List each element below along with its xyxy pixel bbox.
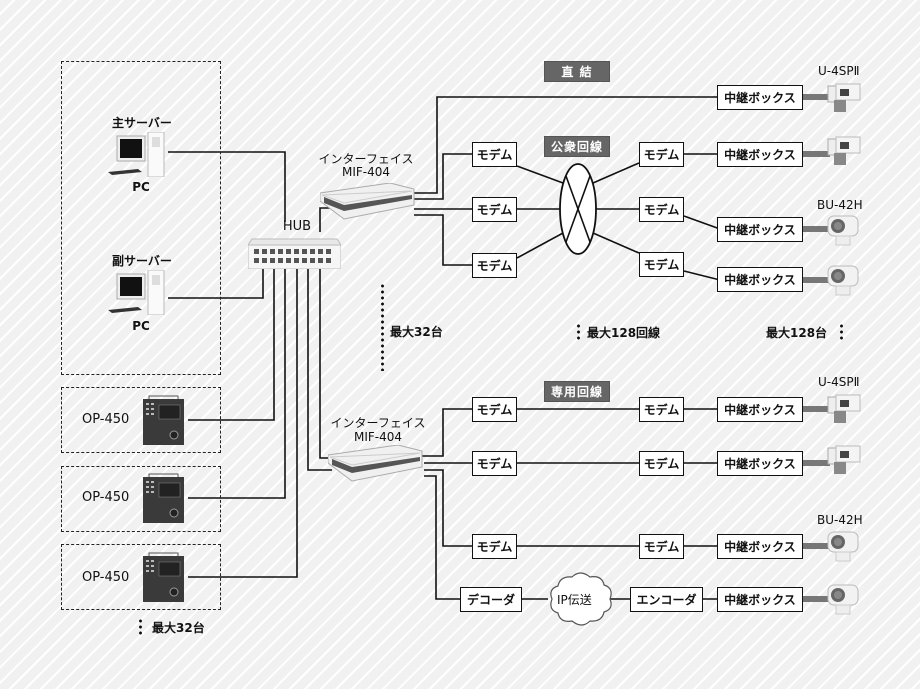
u4sp-camera-icon	[826, 135, 862, 167]
wire-mif2-modem1	[422, 408, 472, 457]
wire-pc1-hub	[168, 151, 286, 222]
controller-group-3	[61, 544, 221, 610]
u4sp-camera-icon	[826, 393, 862, 425]
modem-box: モデム	[472, 534, 517, 559]
ip-transmission-label: IP伝送	[557, 593, 592, 607]
relay-box: 中継ボックス	[717, 534, 803, 559]
encoder-box: エンコーダ	[630, 587, 703, 612]
interface-2-model: MIF-404	[353, 430, 403, 444]
controller-group-2	[61, 466, 221, 532]
public-network-symbol	[559, 163, 597, 255]
modem-box: モデム	[639, 142, 684, 167]
modem-box: モデム	[472, 451, 517, 476]
pc-icon	[108, 131, 168, 178]
controller-label-2: OP-450	[82, 490, 130, 505]
mif404-device-icon	[319, 182, 420, 223]
controller-label-3: OP-450	[82, 570, 130, 585]
cameras-max-label: 最大128台	[766, 326, 828, 340]
bu42h-camera-icon	[824, 583, 860, 615]
modem-box: モデム	[639, 534, 684, 559]
modem-box: モデム	[639, 252, 684, 277]
bu42h-camera-icon	[824, 530, 860, 562]
hub-icon	[247, 233, 342, 270]
controllers-max-label: 最大32台	[152, 621, 205, 635]
relay-box: 中継ボックス	[717, 142, 803, 167]
op450-controller-icon	[143, 473, 184, 523]
secondary-pc-label: PC	[132, 319, 150, 333]
server-group	[61, 61, 221, 375]
lines-max-label: 最大128回線	[587, 326, 661, 340]
relay-box: 中継ボックス	[717, 397, 803, 422]
ip-cloud-shape	[550, 572, 612, 626]
interfaces-max-label: 最大32台	[390, 325, 443, 339]
modem-box: モデム	[639, 397, 684, 422]
primary-pc-label: PC	[132, 180, 150, 194]
interface-1-name: インターフェイス	[318, 152, 414, 166]
primary-server-label: 主サーバー	[112, 116, 172, 130]
camera-model-label: BU-42H	[817, 198, 863, 212]
relay-box: 中継ボックス	[717, 267, 803, 292]
more-dots-icon	[381, 283, 384, 371]
modem-box: モデム	[639, 451, 684, 476]
op450-controller-icon	[143, 552, 184, 602]
dedicated-line-tag: 専用回線	[544, 381, 610, 402]
relay-box: 中継ボックス	[717, 451, 803, 476]
u4sp-camera-icon	[826, 444, 862, 476]
modem-box: モデム	[472, 197, 517, 222]
modem-box: モデム	[472, 142, 517, 167]
controller-group-1	[61, 387, 221, 453]
wire-mif1-modem1	[414, 153, 472, 200]
wire-pc2-hub	[168, 268, 264, 299]
more-dots-icon	[139, 618, 142, 635]
controller-label-1: OP-450	[82, 412, 130, 427]
direct-connection-tag: 直 結	[544, 61, 610, 82]
wire-mif1-modem3	[414, 214, 472, 266]
wire-hub-op3	[188, 268, 298, 578]
mif404-device-icon	[327, 444, 428, 485]
interface-2-name: インターフェイス	[330, 416, 426, 430]
modem-box: モデム	[639, 197, 684, 222]
more-dots-icon	[577, 323, 580, 340]
secondary-server-label: 副サーバー	[112, 254, 172, 268]
relay-box: 中継ボックス	[717, 217, 803, 242]
bu42h-camera-icon	[824, 264, 860, 296]
public-line-tag: 公衆回線	[544, 136, 610, 157]
relay-box: 中継ボックス	[717, 587, 803, 612]
camera-model-label: U-4SPⅡ	[818, 375, 860, 389]
interface-1-model: MIF-404	[341, 165, 391, 179]
bu42h-camera-icon	[824, 214, 860, 246]
wire-hub-mif2b	[307, 268, 332, 471]
camera-model-label: U-4SPⅡ	[818, 64, 860, 78]
camera-model-label: BU-42H	[817, 513, 863, 527]
wire-direct	[412, 96, 720, 194]
wire-hub-op1	[188, 268, 275, 421]
modem-box: モデム	[472, 397, 517, 422]
pc-icon	[108, 269, 168, 316]
modem-box: モデム	[472, 253, 517, 278]
u4sp-camera-icon	[826, 82, 862, 114]
op450-controller-icon	[143, 395, 184, 445]
more-dots-icon	[840, 323, 843, 340]
hub-label: HUB	[282, 219, 312, 234]
relay-box: 中継ボックス	[717, 85, 803, 110]
decoder-box: デコーダ	[460, 587, 522, 612]
